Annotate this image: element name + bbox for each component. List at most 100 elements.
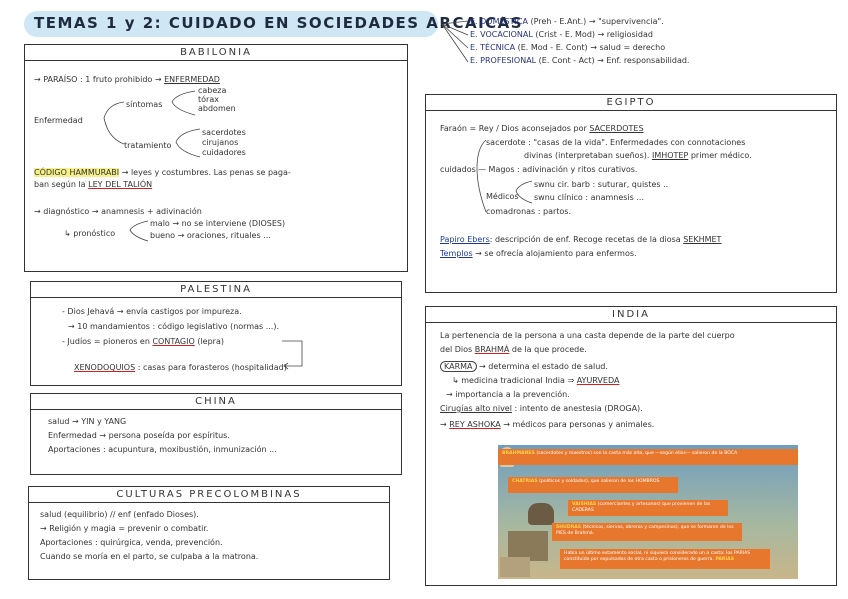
india-line-cirugias: Cirugías alto nivel : intento de anestes…	[440, 403, 643, 414]
brahma-pre: del Dios	[440, 345, 475, 354]
caste-text: (políticos y soldados), que salieron de …	[539, 479, 660, 484]
caste-shudras: SHUDRAS (técnicos, siervos, obreros y ca…	[552, 523, 742, 541]
figure-shudra-icon	[508, 531, 548, 561]
imhotep-term: IMHOTEP	[651, 151, 689, 160]
precolombinas-line-aportaciones: Aportaciones : quirúrgica, venda, preven…	[40, 538, 223, 547]
cirugias-text: : intento de anestesia (DROGA).	[511, 404, 643, 413]
enfermedad-label: Enfermedad	[34, 116, 83, 125]
enfermedad-term: ENFERMEDAD	[164, 75, 220, 84]
medicos-list: swnu cir. barb : suturar, quistes .. swn…	[534, 178, 668, 204]
caste-name: SHUDRAS	[556, 525, 582, 530]
brahma-rest: de la que procede.	[509, 345, 587, 354]
swnu-clinico: swnu clínico : anamnesis ...	[534, 193, 644, 202]
china-heading: CHINA	[31, 394, 401, 410]
tratamiento-item: cirujanos	[202, 138, 239, 147]
pronostico-list: malo → no se interviene (DIOSES) bueno →…	[150, 218, 285, 242]
india-line-prevencion: → importancia a la prevención.	[446, 390, 570, 399]
page-title: TEMAS 1 y 2: CUIDADO EN SOCIEDADES ARCAI…	[34, 14, 524, 32]
caste-vaishias: VAISHIAS (comerciantes y artesanos) que …	[568, 500, 728, 516]
babilonia-box: BABILONIA	[24, 44, 408, 272]
sintoma-item: abdomen	[198, 104, 236, 113]
pronostico-label: ↳ pronóstico	[64, 229, 116, 238]
caste-text: Había un último estamento social, ni siq…	[564, 551, 751, 562]
precolombinas-heading: CULTURAS PRECOLOMBINAS	[29, 487, 389, 503]
contagio-arrow	[282, 340, 303, 370]
papiro-ebers-term: Papiro Ebers	[440, 235, 490, 244]
palestina-line-dios: - Dios Jehavá → envía castigos por impur…	[62, 307, 242, 316]
top-list-item-tecnica: E. TÉCNICA (E. Mod - E. Cont) → salud = …	[470, 42, 665, 53]
palestina-box: PALESTINA	[30, 281, 402, 386]
contagio-term: CONTAGIO	[152, 337, 195, 346]
top-list-label: E. PROFESIONAL	[470, 56, 537, 65]
figure-vaishia-icon	[528, 503, 554, 525]
top-list-text: (Crist - E. Mod) → religiosidad	[532, 30, 653, 39]
tratamiento-list: sacerdotes cirujanos cuidadores	[202, 128, 246, 158]
brahma-term: BRAHMÁ	[474, 345, 510, 354]
india-line-karma: KARMA → determina el estado de salud.	[440, 361, 608, 372]
karma-term: KARMA	[440, 361, 477, 372]
caste-parias: Había un último estamento social, ni siq…	[560, 549, 770, 569]
tratamiento-item: sacerdotes	[202, 128, 246, 137]
india-line-ayurveda: ↳ medicina tradicional India ⇒ AYURVEDA	[452, 375, 619, 386]
caste-image: BRAHMANES (sacerdotes y maestros) son la…	[498, 445, 798, 579]
top-list-item-vocacional: E. VOCACIONAL (Crist - E. Mod) → religio…	[470, 29, 653, 40]
top-list-bracket	[441, 20, 469, 63]
title-highlight	[24, 11, 438, 37]
sintoma-item: cabeza	[198, 86, 227, 95]
ayurveda-pre: ↳ medicina tradicional India ⇒	[452, 376, 577, 385]
divinas-text: divinas (interpretaban sueños).	[524, 151, 652, 160]
xenodoquios-line: XENODOQUIOS : casas para forasteros (hos…	[74, 362, 287, 373]
top-list-item-profesional: E. PROFESIONAL (E. Cont - Act) → Enf. re…	[470, 55, 689, 66]
ayurveda-term: AYURVEDA	[576, 376, 620, 385]
babilonia-paraiso: → PARAÍSO : 1 fruto prohibido → ENFERMED…	[34, 74, 220, 85]
india-heading: INDIA	[426, 307, 836, 323]
caste-text: (comerciantes y artesanos) que provienen…	[572, 502, 711, 513]
templos-term: Templos	[440, 249, 473, 258]
egipto-sacerdote: sacerdote : "casas de la vida". Enfermed…	[486, 138, 746, 147]
karma-text: → determina el estado de salud.	[476, 362, 608, 371]
papiro-text: : descripción de enf. Recoge recetas de …	[489, 235, 684, 244]
templos-text: → se ofrecía alojamiento para enfermos.	[472, 249, 637, 258]
imhotep-rest: primer médico.	[688, 151, 752, 160]
cuidados-brace	[476, 139, 487, 213]
china-line-enfermedad: Enfermedad → persona poseída por espírit…	[48, 431, 230, 440]
sacerdotes-term: SACERDOTES	[589, 124, 644, 133]
cirugias-term: Cirugías alto nivel	[440, 404, 512, 413]
contagio-rest: (lepra)	[194, 337, 224, 346]
ley-talion-line: ban según la LEY DEL TALIÓN	[34, 179, 152, 190]
egipto-comadronas: comadronas : partos.	[486, 207, 572, 216]
cuidados-label: cuidados	[440, 165, 476, 174]
china-box: CHINA	[30, 393, 402, 475]
figure-paria-icon	[500, 557, 530, 577]
enfermedad-brace	[103, 101, 125, 145]
medicos-brace	[515, 180, 533, 204]
caste-name: VAISHIAS	[572, 502, 597, 507]
sintomas-list: cabeza tórax abdomen	[198, 86, 236, 113]
china-line-aportaciones: Aportaciones : acupuntura, moxibustión, …	[48, 445, 277, 454]
caste-name: PARIAS	[715, 556, 735, 562]
india-line-ashoka: → REY ASHOKA → médicos para personas y a…	[440, 419, 654, 430]
precolombinas-line-salud: salud (equilibrio) // enf (enfado Dioses…	[40, 510, 199, 519]
caste-text: (sacerdotes y maestros) son la casta más…	[536, 451, 738, 456]
palestina-line-judios: - Judíos = pioneros en CONTAGIO (lepra)	[62, 336, 224, 347]
top-list-text: (E. Cont - Act) → Enf. responsabilidad.	[536, 56, 690, 65]
precolombinas-line-parto: Cuando se moría en el parto, se culpaba …	[40, 552, 259, 561]
tratamiento-item: cuidadores	[202, 148, 246, 157]
palestina-heading: PALESTINA	[31, 282, 401, 298]
caste-chatrias: CHATRIAS (políticos y soldados), que sal…	[508, 477, 678, 493]
paraiso-text: → PARAÍSO : 1 fruto prohibido →	[34, 75, 162, 84]
palestina-line-mandamientos: → 10 mandamientos : código legislativo (…	[68, 322, 280, 331]
tratamiento-brace	[175, 128, 201, 158]
ashoka-pre: →	[440, 420, 450, 429]
papiro-ebers-line: Papiro Ebers: descripción de enf. Recoge…	[440, 234, 721, 245]
sintomas-label: síntomas	[126, 100, 163, 109]
egipto-heading: EGIPTO	[426, 95, 836, 111]
codigo-hammurabi-line: CÓDIGO HAMMURABI → leyes y costumbres. L…	[34, 167, 291, 178]
swnu-cirujano: swnu cir. barb : suturar, quistes ..	[534, 180, 669, 189]
china-line-salud: salud → YIN y YANG	[48, 417, 127, 426]
india-line-casta: La pertenencia de la persona a una casta…	[440, 331, 735, 340]
tratamiento-label: tratamiento	[124, 141, 172, 150]
caste-name: CHATRIAS	[512, 479, 538, 484]
top-list-label: E. DOMÉSTICA	[470, 17, 528, 26]
sintoma-item: tórax	[198, 95, 219, 104]
